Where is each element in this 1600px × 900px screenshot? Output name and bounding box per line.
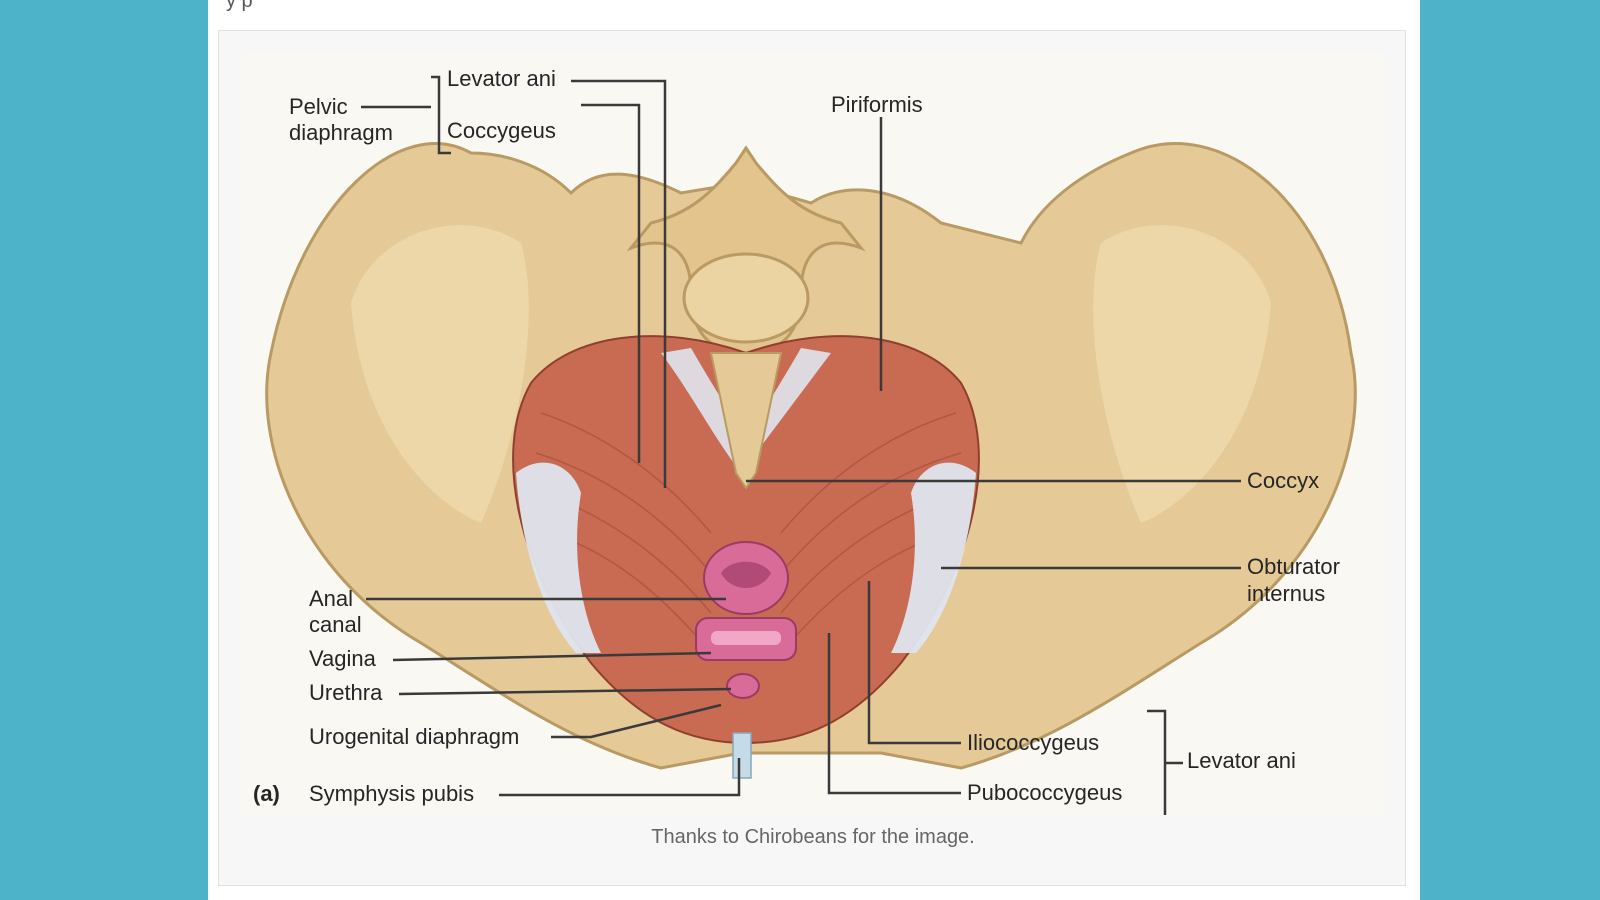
pelvic-floor-illustration: Levator ani Pelvic diaphragm Coccygeus P…	[241, 53, 1385, 815]
anococcygeal-raphe	[661, 348, 831, 473]
label-pelvic: Pelvic	[289, 94, 348, 119]
label-anal: Anal	[309, 586, 354, 611]
label-urogenital-diaphragm: Urogenital diaphragm	[309, 724, 520, 749]
label-internus: internus	[1247, 581, 1326, 606]
right-tendinous-band	[891, 462, 976, 653]
label-canal: canal	[309, 612, 362, 637]
urethra	[726, 673, 760, 699]
panel-letter: (a)	[253, 781, 280, 806]
label-obturator: Obturator	[1247, 554, 1340, 579]
figure-frame: Levator ani Pelvic diaphragm Coccygeus P…	[218, 30, 1406, 886]
leader-lines	[361, 75, 1241, 815]
label-urethra: Urethra	[309, 680, 383, 705]
symphysis-pubis	[732, 732, 752, 779]
label-coccygeus: Coccygeus	[447, 118, 556, 143]
figure-caption: Thanks to Chirobeans for the image.	[651, 826, 975, 848]
label-levator-ani-top: Levator ani	[447, 66, 556, 91]
label-piriformis: Piriformis	[831, 92, 923, 117]
label-vagina: Vagina	[309, 646, 376, 671]
label-iliococcygeus: Iliococcygeus	[967, 730, 1100, 755]
vertebral-body	[682, 252, 810, 344]
anal-canal-lumen	[721, 561, 771, 588]
right-iliac-fossa	[1093, 225, 1271, 523]
vagina-lumen	[711, 631, 781, 645]
clipped-heading-text: y p	[226, 0, 253, 12]
content-panel: y p	[208, 0, 1420, 900]
label-pubococcygeus: Pubococcygeus	[967, 780, 1123, 805]
label-levator-ani-right: Levator ani	[1187, 748, 1296, 773]
label-coccyx: Coccyx	[1247, 468, 1320, 493]
label-diaphragm: diaphragm	[289, 120, 393, 145]
pelvis-drawing	[265, 75, 1357, 815]
label-symphysis-pubis: Symphysis pubis	[309, 781, 475, 806]
left-iliac-fossa	[351, 225, 529, 523]
left-tendinous-band	[516, 462, 601, 653]
